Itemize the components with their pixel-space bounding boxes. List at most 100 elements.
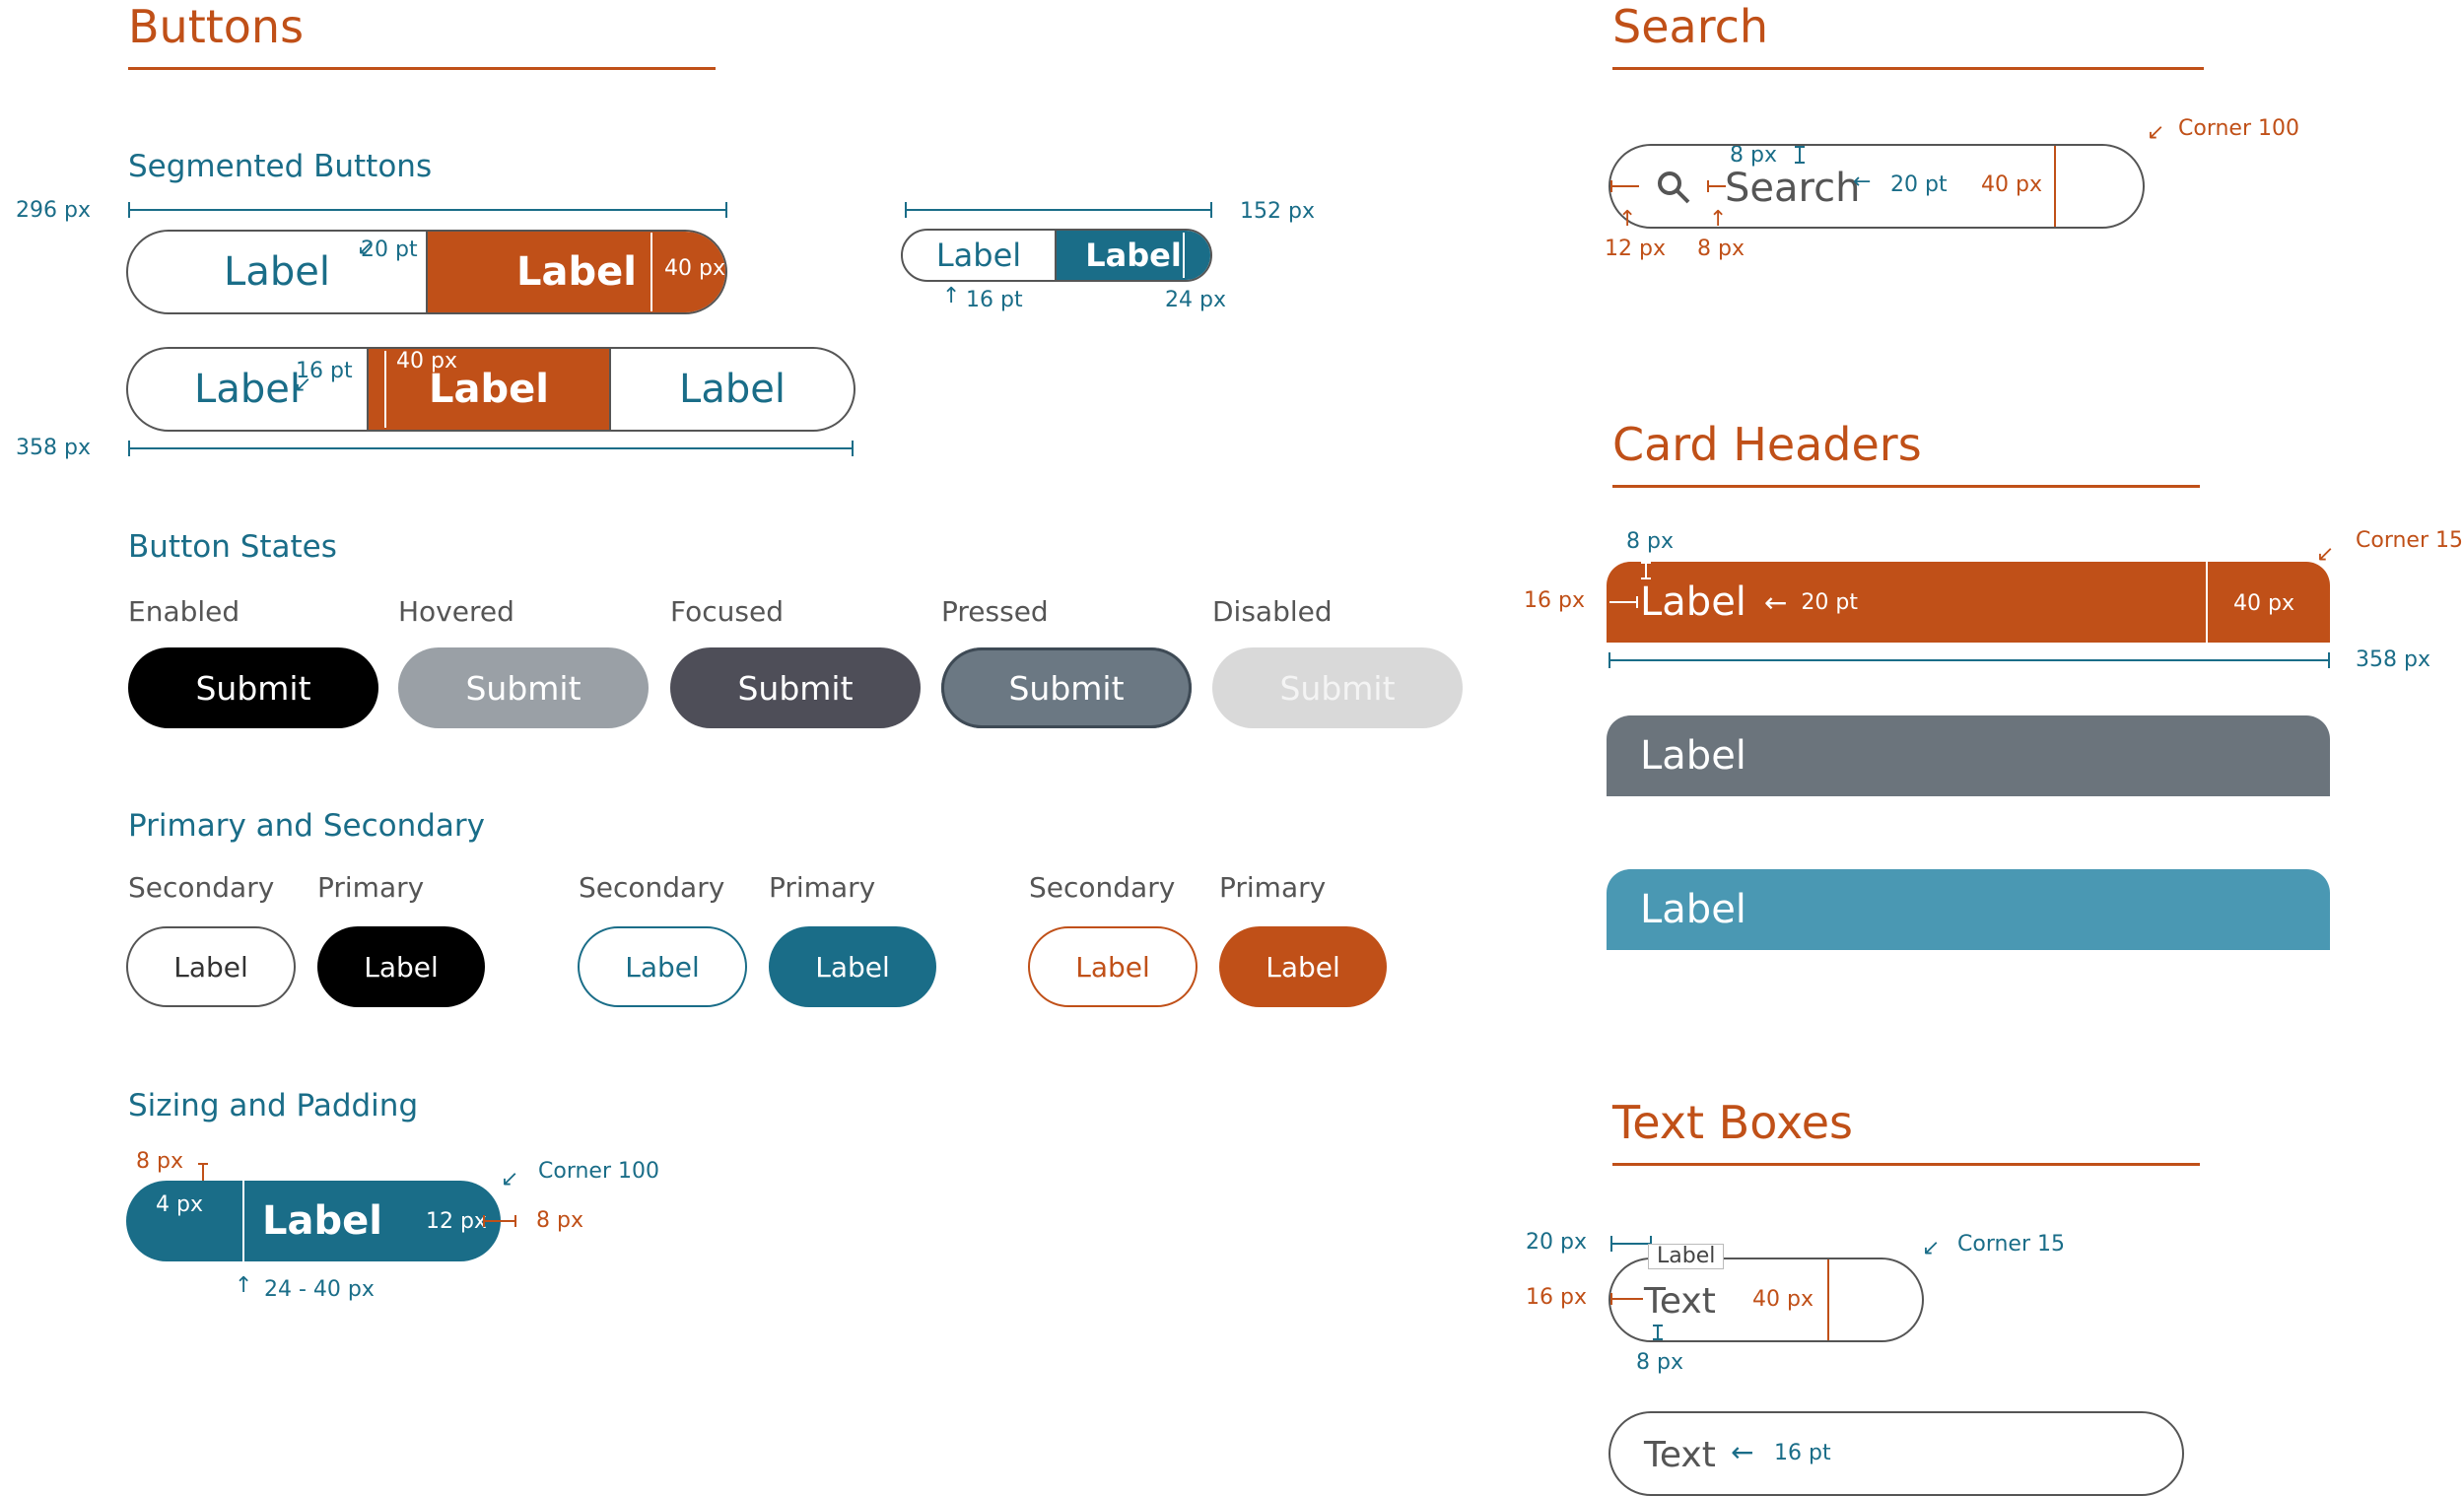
card-header-label: Label bbox=[1640, 579, 1746, 625]
sizing-button-label: Label bbox=[262, 1198, 382, 1244]
textbox-dim-16pt: 16 pt bbox=[1774, 1441, 1831, 1465]
segment-unselected[interactable]: Label bbox=[128, 349, 369, 430]
textbox-dim-8px: 8 px bbox=[1636, 1350, 1683, 1375]
arrow-left-icon: ← bbox=[1731, 1436, 1754, 1468]
ibeam-icon bbox=[1641, 562, 1651, 579]
state-caption-hovered: Hovered bbox=[398, 595, 514, 628]
text-box-labeled[interactable]: Text 40 px bbox=[1608, 1258, 1924, 1342]
search-title: Search bbox=[1612, 0, 1769, 53]
dim-16pt: 16 pt bbox=[296, 359, 353, 383]
segment-unselected[interactable]: Label bbox=[903, 231, 1057, 280]
submit-button-focused[interactable]: Submit bbox=[670, 647, 921, 728]
segment-label: Label bbox=[935, 237, 1022, 274]
card-header-label: Label bbox=[1640, 733, 1746, 779]
search-dim-40px: 40 px bbox=[1981, 172, 2042, 197]
arrow-up-icon: ↑ bbox=[1709, 207, 1728, 232]
secondary-caption: Secondary bbox=[1029, 871, 1176, 904]
dim-bracket-icon bbox=[1609, 596, 1638, 608]
text-box-value: Text bbox=[1644, 1435, 1716, 1475]
segment-label: Label bbox=[516, 249, 637, 295]
text-boxes-title-underline bbox=[1612, 1163, 2200, 1166]
primary-secondary-heading: Primary and Secondary bbox=[128, 808, 485, 844]
search-dim-20pt: 20 pt bbox=[1890, 172, 1948, 197]
submit-button-disabled: Submit bbox=[1212, 647, 1463, 728]
primary-caption: Primary bbox=[317, 871, 425, 904]
text-boxes-title: Text Boxes bbox=[1612, 1096, 1854, 1149]
segment-label: Label bbox=[1085, 237, 1182, 274]
arrow-icon: ↙ bbox=[2316, 542, 2335, 567]
primary-button-black[interactable]: Label bbox=[317, 926, 485, 1007]
submit-button-hovered[interactable]: Submit bbox=[398, 647, 649, 728]
dim-bracket-icon bbox=[1610, 180, 1639, 192]
segment-selected[interactable]: Label bbox=[428, 232, 725, 312]
state-caption-pressed: Pressed bbox=[941, 595, 1049, 628]
dim-40px: 40 px bbox=[664, 256, 725, 281]
arrow-icon: ↙ bbox=[1922, 1236, 1941, 1260]
textbox-dim-20px: 20 px bbox=[1526, 1230, 1587, 1255]
card-header-label: Label bbox=[1640, 887, 1746, 932]
dim-8px: 8 px bbox=[136, 1149, 183, 1174]
segment-unselected[interactable]: Label bbox=[128, 232, 428, 312]
dim-152px: 152 px bbox=[1240, 199, 1315, 224]
dim-12px: 12 px bbox=[425, 1208, 487, 1234]
textbox-dim-40px: 40 px bbox=[1752, 1287, 1814, 1312]
text-box-floating-label: Label bbox=[1648, 1244, 1725, 1269]
arrow-icon: ↙ bbox=[501, 1167, 519, 1191]
dim-4px: 4 px bbox=[156, 1192, 203, 1217]
card-dim-358px: 358 px bbox=[2356, 647, 2430, 672]
card-dim-20pt: 20 pt bbox=[1801, 589, 1858, 615]
secondary-button-black[interactable]: Label bbox=[126, 926, 296, 1007]
segment-unselected[interactable]: Label bbox=[611, 349, 854, 430]
primary-button-teal[interactable]: Label bbox=[769, 926, 936, 1007]
dim-bracket-icon bbox=[483, 1215, 516, 1227]
card-header-blue: Label bbox=[1607, 869, 2330, 950]
segmented-buttons-heading: Segmented Buttons bbox=[128, 149, 433, 184]
submit-button-enabled[interactable]: Submit bbox=[128, 647, 378, 728]
search-dim-12px: 12 px bbox=[1605, 237, 1666, 261]
segment-label: Label bbox=[194, 367, 301, 412]
sizing-button[interactable]: 4 px Label 12 px bbox=[126, 1181, 501, 1261]
dim-bracket-icon bbox=[1610, 1293, 1643, 1305]
card-header-gray: Label bbox=[1607, 715, 2330, 796]
search-dim-8px: 8 px bbox=[1697, 237, 1745, 261]
primary-caption: Primary bbox=[769, 871, 876, 904]
arrow-up-icon: ↑ bbox=[235, 1273, 253, 1298]
ibeam-icon bbox=[1653, 1325, 1663, 1340]
segment-selected[interactable]: Label bbox=[369, 349, 611, 430]
card-dim-40px: 40 px bbox=[2233, 591, 2294, 616]
card-corner-label: Corner 15 bbox=[2356, 528, 2463, 553]
search-title-underline bbox=[1612, 67, 2204, 70]
secondary-button-orange[interactable]: Label bbox=[1028, 926, 1198, 1007]
dim-line-296 bbox=[128, 209, 727, 211]
state-caption-focused: Focused bbox=[670, 595, 784, 628]
sizing-padding-heading: Sizing and Padding bbox=[128, 1088, 419, 1123]
secondary-button-teal[interactable]: Label bbox=[578, 926, 747, 1007]
dim-bracket-icon bbox=[1707, 180, 1726, 192]
search-field[interactable]: Search bbox=[1608, 144, 2145, 229]
state-caption-disabled: Disabled bbox=[1212, 595, 1333, 628]
state-caption-enabled: Enabled bbox=[128, 595, 240, 628]
dim-line-358 bbox=[128, 447, 854, 449]
arrow-icon: ↙ bbox=[294, 373, 312, 397]
arrow-up-icon: ↑ bbox=[1618, 207, 1637, 232]
card-headers-title-underline bbox=[1612, 485, 2200, 488]
text-box-value: Text bbox=[1644, 1281, 1716, 1322]
primary-button-orange[interactable]: Label bbox=[1219, 926, 1387, 1007]
dim-8px-right: 8 px bbox=[536, 1208, 583, 1233]
arrow-left-icon: ← bbox=[1853, 170, 1872, 194]
textbox-corner-label: Corner 15 bbox=[1957, 1232, 2065, 1257]
segment-selected[interactable]: Label bbox=[1057, 231, 1210, 280]
segment-label: Label bbox=[224, 249, 330, 295]
card-header-orange: Label ← 20 pt 40 px bbox=[1607, 562, 2330, 643]
segmented-button-small: Label Label bbox=[901, 229, 1212, 282]
textbox-dim-16px: 16 px bbox=[1526, 1285, 1587, 1310]
dim-24px: 24 px bbox=[1165, 288, 1226, 312]
primary-caption: Primary bbox=[1219, 871, 1327, 904]
card-dim-16px: 16 px bbox=[1524, 588, 1585, 613]
dim-16pt-small: 16 pt bbox=[966, 288, 1023, 312]
dim-40px-b: 40 px bbox=[396, 349, 457, 374]
text-box-plain[interactable]: Text ← 16 pt bbox=[1608, 1411, 2184, 1496]
submit-button-pressed[interactable]: Submit bbox=[941, 647, 1192, 728]
segment-label: Label bbox=[429, 367, 549, 412]
secondary-caption: Secondary bbox=[128, 871, 275, 904]
